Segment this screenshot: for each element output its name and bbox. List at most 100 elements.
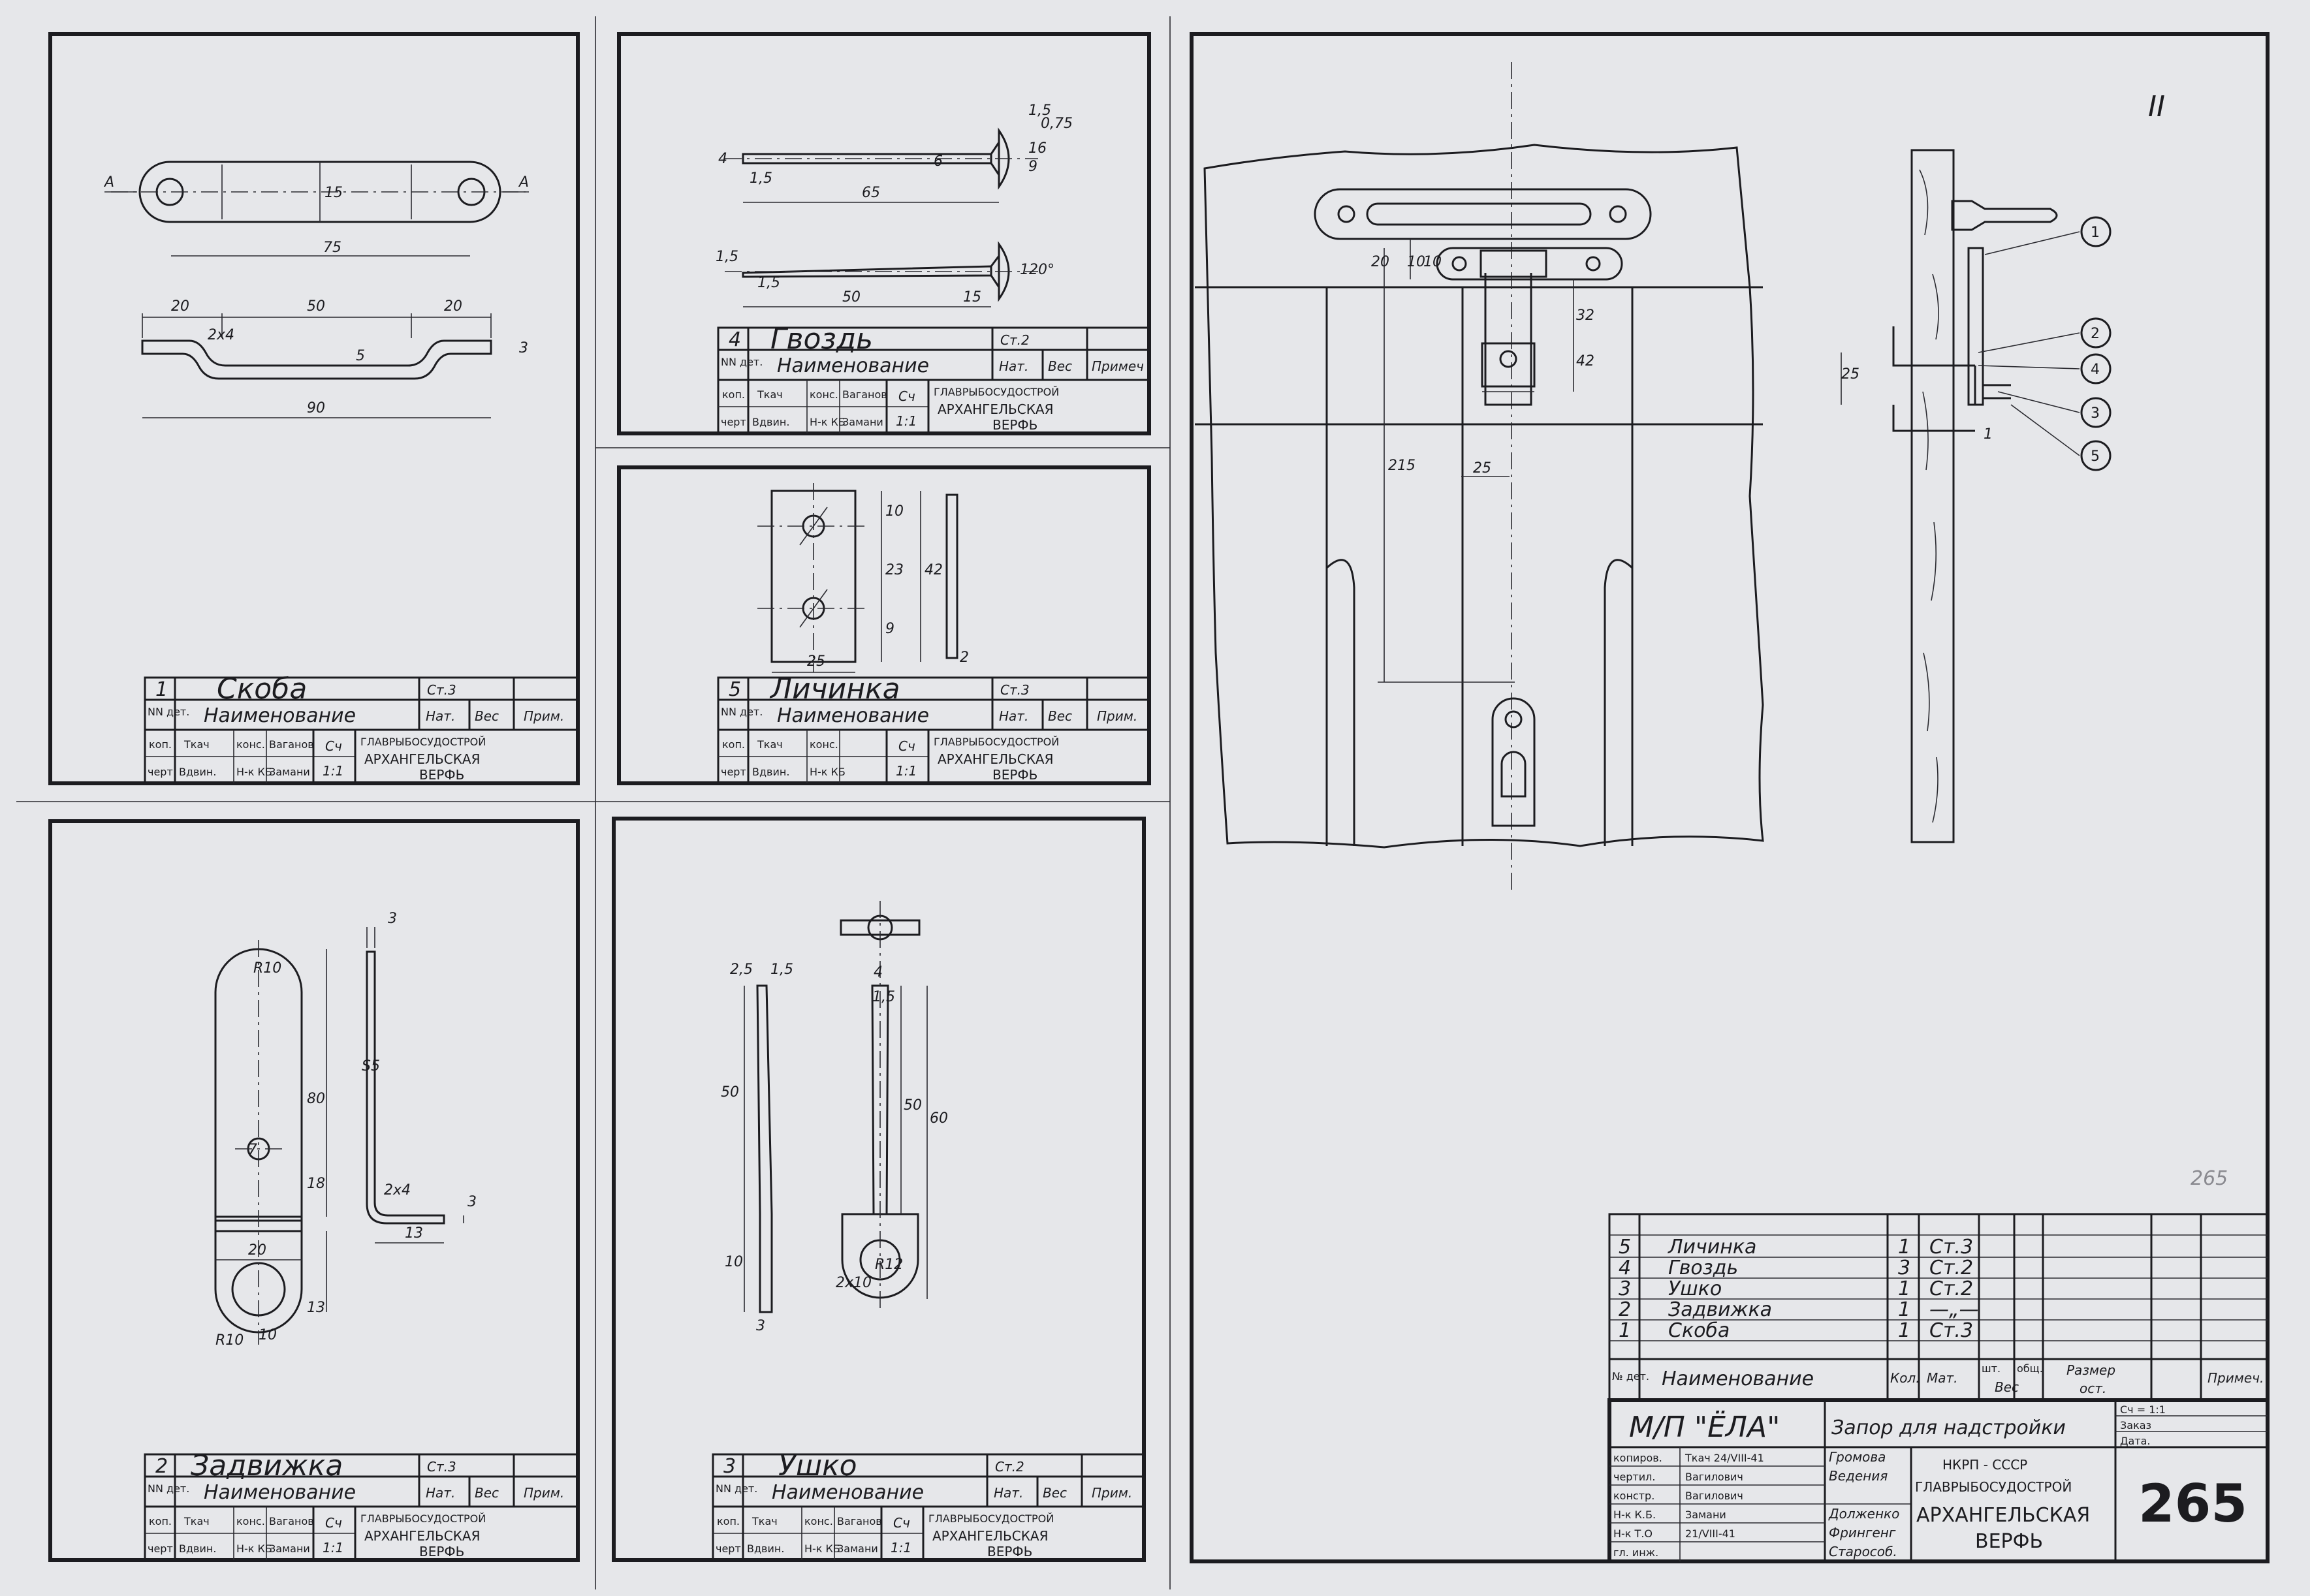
- gvozd-dim-4: 4: [718, 151, 727, 167]
- lichinka-tb-org2: АРХАНГЕЛЬСКАЯ: [938, 751, 1054, 767]
- ushko-tb-hdr-nat: Нат.: [994, 1485, 1023, 1501]
- main-tb-role-4: Н-к Т.О: [1613, 1527, 1653, 1540]
- ushko-dim-4: 4: [874, 964, 883, 980]
- lichinka-dim-42: 42: [925, 562, 943, 578]
- zadvizhka-tb-hdr-name: Наименование: [204, 1481, 356, 1504]
- zadvizhka-dim-s5: S5: [362, 1058, 380, 1074]
- skoba-tb-sig1: Ткач: [183, 738, 210, 751]
- bom-row-5-qty: 1: [1898, 1236, 1910, 1259]
- bom-hdr-qty: Кол.: [1890, 1370, 1920, 1386]
- zadvizhka-dim-2x4: 2x4: [384, 1182, 411, 1198]
- bom-hdr-size1: Размер: [2066, 1362, 2115, 1378]
- assembly-dim-215: 215: [1388, 458, 1416, 474]
- panel-ushko: 2,5 1,5 50 10 3 4 1,5 50 60 R12 2x10: [612, 817, 1146, 1562]
- skoba-tb-org1: ГЛАВРЫБОСУДОСТРОЙ: [360, 736, 486, 748]
- main-tb-role-2: констр.: [1613, 1490, 1654, 1502]
- ushko-tb-scale-num: Сч: [893, 1515, 910, 1531]
- lichinka-tb-role2: черт.: [721, 766, 750, 778]
- sheet-dividers: [16, 16, 1171, 1589]
- bom-row-3-qty: 1: [1898, 1277, 1910, 1300]
- gvozd-tb-hdr-weight: Вес: [1048, 358, 1072, 374]
- ushko-tb-sig4: Замани: [837, 1542, 878, 1555]
- skoba-tb-name: Скоба: [217, 672, 307, 706]
- bom-row-5-material: Ст.3: [1929, 1236, 1973, 1259]
- zadvizhka-tb-material: Ст.3: [427, 1459, 456, 1475]
- zadvizhka-tb-hdr-num: NN дет.: [148, 1482, 189, 1495]
- ushko-dim-10: 10: [725, 1254, 743, 1270]
- main-tb-org2: ГЛАВРЫБОСУДОСТРОЙ: [1915, 1479, 2072, 1495]
- assembly-side-mark-1: 1: [1984, 426, 1993, 443]
- ushko-tb-role1: коп.: [717, 1515, 740, 1527]
- main-tb-order: Заказ: [2120, 1419, 2151, 1432]
- gvozd-tb-scale: 1:1: [896, 413, 917, 429]
- gvozd-tb-sig4: Замани: [842, 416, 883, 428]
- skoba-dim-a-left: А: [103, 174, 114, 191]
- main-tb-sig-3: Замани: [1685, 1509, 1726, 1521]
- panel-skoba: А А 15 75 20 50 20 3 5 2x4 90: [48, 32, 580, 785]
- gvozd-tb-hdr-nat: Нат.: [999, 358, 1028, 374]
- gvozd-dim-50: 50: [842, 289, 861, 305]
- bom-row-4-num: 4: [1619, 1257, 1631, 1279]
- zadvizhka-dim-13b: 13: [405, 1225, 423, 1242]
- zadvizhka-tb-org1: ГЛАВРЫБОСУДОСТРОЙ: [360, 1512, 486, 1525]
- ushko-dim-15a: 1,5: [770, 962, 793, 978]
- gvozd-tb-scale-num: Сч: [898, 388, 915, 404]
- skoba-tb-role2: черт.: [148, 766, 176, 778]
- main-tb-role-0: копиров.: [1613, 1452, 1662, 1464]
- ushko-tb-num: 3: [723, 1455, 736, 1478]
- ushko-tb-hdr-note: Прим.: [1092, 1485, 1132, 1501]
- skoba-dim-3: 3: [519, 340, 528, 356]
- panel-gvozd: 4 1,5 65 6 1,5 0,75 16 9 1,5 1,5 50 15 1…: [617, 32, 1151, 435]
- assembly-dim-10a: 10: [1407, 254, 1425, 270]
- zadvizhka-tb-hdr-note: Прим.: [524, 1485, 564, 1501]
- zadvizhka-tb-hdr-weight: Вес: [475, 1485, 499, 1501]
- lichinka-tb-name: Личинка: [769, 672, 900, 706]
- skoba-tb-org3: ВЕРФЬ: [419, 767, 464, 783]
- skoba-tb-role1: коп.: [149, 738, 172, 751]
- lichinka-dim-25: 25: [807, 653, 825, 670]
- main-title-block: М/П "ЁЛА" Запор для надстройки Сч = 1:1 …: [1607, 1398, 2270, 1563]
- bom-row-1-qty: 1: [1898, 1319, 1910, 1342]
- bom-row-2-material: —„—: [1929, 1298, 1979, 1321]
- bom-row-2-name: Задвижка: [1668, 1298, 1772, 1321]
- ushko-tb-scale: 1:1: [891, 1540, 911, 1556]
- ushko-tb-name: Ушко: [778, 1449, 857, 1482]
- assembly-callout-4: 4: [2091, 362, 2100, 378]
- bom-hdr-weight3: Вес: [1995, 1379, 2019, 1395]
- lichinka-tb-org3: ВЕРФЬ: [992, 767, 1037, 783]
- lichinka-tb-scale-num: Сч: [898, 738, 915, 754]
- ushko-dim-r12: R12: [875, 1257, 903, 1273]
- main-tb-sig-0: Ткач 24/VIII-41: [1685, 1452, 1764, 1464]
- lichinka-dim-23: 23: [885, 562, 904, 578]
- ushko-tb-sig2: Вдвин.: [747, 1542, 784, 1555]
- main-tb-name-0: Громова: [1829, 1449, 1886, 1465]
- gvozd-tb-name: Гвоздь: [770, 322, 873, 356]
- main-tb-role-1: чертил.: [1613, 1471, 1655, 1483]
- bom-hdr-note: Примеч.: [2207, 1370, 2264, 1386]
- bom-row-5-name: Личинка: [1668, 1236, 1756, 1259]
- lichinka-tb-material: Ст.3: [1000, 682, 1030, 698]
- lichinka-tb-num: 5: [729, 678, 741, 701]
- lichinka-tb-sig1: Ткач: [757, 738, 783, 751]
- skoba-dim-5: 5: [356, 348, 365, 364]
- ushko-tb-org1: ГЛАВРЫБОСУДОСТРОЙ: [928, 1512, 1054, 1525]
- main-tb-sheet-number: 265: [2138, 1473, 2247, 1534]
- assembly-dim-25: 25: [1473, 460, 1491, 477]
- main-tb-org1: НКРП - СССР: [1942, 1457, 2027, 1473]
- zadvizhka-tb-org3: ВЕРФЬ: [419, 1544, 464, 1559]
- bom-row-4-qty: 3: [1898, 1257, 1910, 1279]
- skoba-tb-sig3: Ваганов: [269, 738, 314, 751]
- ushko-tb-sig3: Ваганов: [837, 1515, 882, 1527]
- ushko-tb-sig1: Ткач: [752, 1515, 778, 1527]
- skoba-dim-20-left: 20: [171, 298, 189, 315]
- gvozd-tb-sig3: Ваганов: [842, 388, 887, 401]
- ushko-dim-60: 60: [930, 1110, 948, 1127]
- assembly-dim-10b: 10: [1423, 254, 1442, 270]
- main-tb-role-3: Н-к К.Б.: [1613, 1509, 1656, 1521]
- skoba-dim-75: 75: [323, 240, 341, 256]
- gvozd-dim-15c: 1,5: [716, 249, 738, 265]
- skoba-dim-a-right: А: [518, 174, 529, 191]
- bom-row-3-material: Ст.2: [1929, 1277, 1973, 1300]
- zadvizhka-dim-7: 7: [248, 1142, 257, 1158]
